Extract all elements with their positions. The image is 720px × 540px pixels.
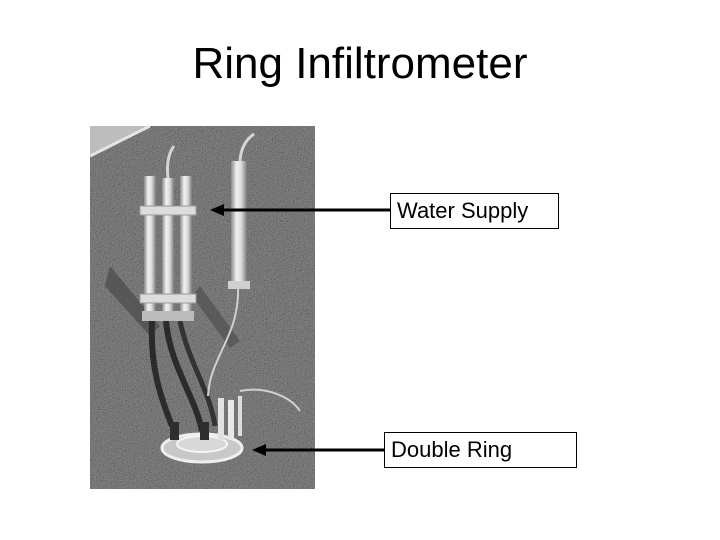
slide-title: Ring Infiltrometer (192, 39, 528, 88)
water-supply-label: Water Supply (390, 193, 559, 229)
double-ring-label: Double Ring (384, 432, 577, 468)
infiltrometer-photo (90, 126, 315, 489)
